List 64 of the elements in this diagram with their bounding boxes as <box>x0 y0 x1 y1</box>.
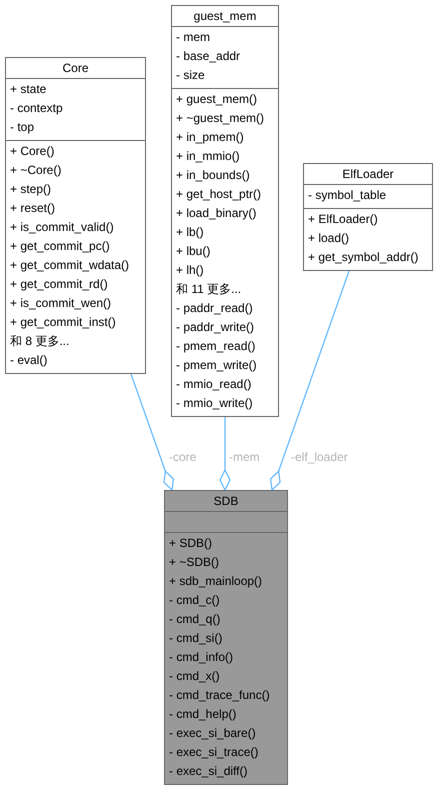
method-text: - cmd_c() <box>168 592 221 609</box>
aggregation-connector <box>270 270 350 491</box>
method-text: - pmem_read() <box>175 338 256 355</box>
method-text: + in_pmem() <box>175 129 245 146</box>
method-text: - cmd_x() <box>168 668 221 685</box>
attribute-text: + state <box>9 81 48 98</box>
method-text: + ~guest_mem() <box>175 110 266 127</box>
class-name: SDB <box>212 493 240 510</box>
method-text: - paddr_read() <box>175 300 254 317</box>
method-text: - cmd_si() <box>168 630 224 647</box>
method-text: - exec_si_diff() <box>168 763 248 780</box>
method-text: + step() <box>9 181 52 198</box>
edge-label: -elf_loader <box>290 450 349 464</box>
method-text: + in_bounds() <box>175 167 251 184</box>
aggregation-connector <box>219 417 231 491</box>
method-text: + SDB() <box>168 535 214 552</box>
attribute-text: - top <box>9 119 36 136</box>
method-text: - pmem_write() <box>175 357 258 374</box>
attribute-text: - size <box>175 67 206 84</box>
method-text: - cmd_help() <box>168 706 238 723</box>
method-text: + load() <box>307 230 350 247</box>
method-text: - paddr_write() <box>175 319 256 336</box>
method-text: + load_binary() <box>175 205 258 222</box>
method-text: + Core() <box>9 143 56 160</box>
method-text: + sdb_mainloop() <box>168 573 264 590</box>
aggregation-connector <box>130 374 174 491</box>
method-text: + lb() <box>175 224 205 241</box>
method-text: + is_commit_valid() <box>9 219 115 236</box>
method-text: + get_symbol_addr() <box>307 249 420 266</box>
method-text: 和 11 更多... <box>175 281 242 298</box>
method-text: - cmd_info() <box>168 649 234 666</box>
method-text: + ~Core() <box>9 162 62 179</box>
method-text: + get_commit_pc() <box>9 238 111 255</box>
method-text: + guest_mem() <box>175 91 258 108</box>
class-name: Core <box>61 60 90 77</box>
method-text: + in_mmio() <box>175 148 241 165</box>
method-text: + get_commit_rd() <box>9 276 109 293</box>
method-text: + reset() <box>9 200 56 217</box>
method-text: + is_commit_wen() <box>9 295 112 312</box>
method-text: + ~SDB() <box>168 554 220 571</box>
method-text: - exec_si_bare() <box>168 725 257 742</box>
class-name: ElfLoader <box>341 166 395 183</box>
class-box <box>303 163 433 271</box>
method-text: + get_commit_wdata() <box>9 257 130 274</box>
class-box <box>5 57 146 374</box>
method-text: - mmio_write() <box>175 395 254 412</box>
attribute-text: - symbol_table <box>307 187 388 204</box>
method-text: - cmd_trace_func() <box>168 687 271 704</box>
attribute-text: - contextp <box>9 100 64 117</box>
method-text: - cmd_q() <box>168 611 222 628</box>
method-text: - mmio_read() <box>175 376 252 393</box>
attribute-text: - mem <box>175 29 211 46</box>
method-text: + lh() <box>175 262 205 279</box>
method-text: - exec_si_trace() <box>168 744 260 761</box>
method-text: + get_host_ptr() <box>175 186 262 203</box>
method-text: + lbu() <box>175 243 212 260</box>
method-text: + ElfLoader() <box>307 211 379 228</box>
class-name: guest_mem <box>192 8 258 25</box>
method-text: - eval() <box>9 352 48 369</box>
method-text: + get_commit_inst() <box>9 314 117 331</box>
attribute-text: - base_addr <box>175 48 242 65</box>
class-box <box>171 5 279 417</box>
class-box <box>164 490 288 785</box>
method-text: 和 8 更多... <box>9 333 70 350</box>
